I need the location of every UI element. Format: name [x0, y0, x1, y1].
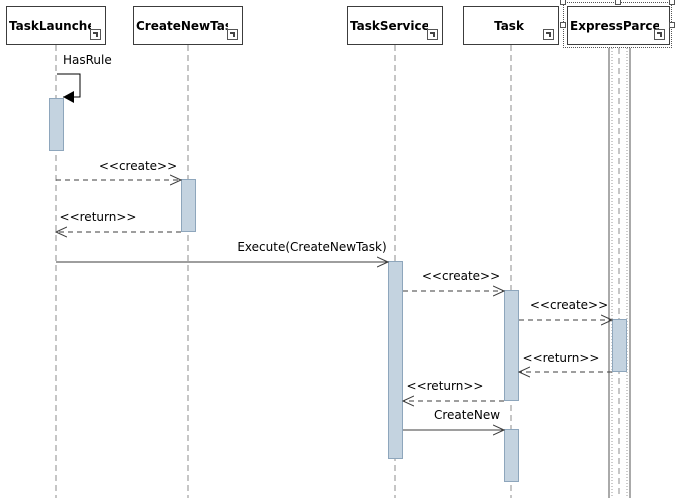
resize-handle[interactable]: [615, 0, 621, 5]
activation-createnewtask[interactable]: [181, 179, 196, 232]
expand-icon[interactable]: [90, 29, 101, 40]
resize-handle[interactable]: [560, 0, 566, 5]
lifeline-name-task: Task: [494, 19, 524, 33]
message-label-return1: <<return>>: [60, 210, 137, 224]
message-create1[interactable]: <<create>>: [56, 159, 181, 180]
message-label-create1: <<create>>: [99, 159, 177, 173]
message-execute[interactable]: Execute(CreateNewTask): [56, 240, 388, 262]
resize-handle[interactable]: [669, 22, 675, 28]
lifeline-head-task[interactable]: Task: [463, 6, 559, 45]
expand-icon[interactable]: [543, 29, 554, 40]
resize-handle[interactable]: [560, 22, 566, 28]
lifeline-name-taskservice: TaskService: [350, 19, 428, 33]
lifeline-name-tasklauncher: TaskLauncher: [9, 19, 91, 33]
message-createnew[interactable]: CreateNew: [403, 408, 504, 430]
lifeline-lines: [55, 45, 620, 498]
message-label-create3: <<create>>: [530, 298, 608, 312]
lifeline-head-expressparcel[interactable]: ExpressParcel: [567, 6, 670, 45]
activation-expressparcel[interactable]: [612, 319, 627, 372]
message-label-hasrule: HasRule: [63, 53, 112, 67]
message-return1[interactable]: <<return>>: [56, 210, 181, 232]
activations: [49, 98, 627, 482]
message-create3[interactable]: <<create>>: [519, 298, 612, 320]
lifeline-head-taskservice[interactable]: TaskService: [347, 6, 443, 45]
expand-icon[interactable]: [654, 29, 665, 40]
message-create2[interactable]: <<create>>: [403, 269, 504, 291]
activation-task[interactable]: [504, 290, 519, 401]
selection-column-dots: [611, 48, 628, 498]
self-message-arrow: [57, 73, 81, 103]
message-label-execute: Execute(CreateNewTask): [237, 240, 386, 254]
activation-tasklauncher[interactable]: [49, 98, 64, 151]
message-label-create2: <<create>>: [422, 269, 500, 283]
lifeline-head-tasklauncher[interactable]: TaskLauncher: [6, 6, 106, 45]
message-label-return3: <<return>>: [523, 351, 600, 365]
message-return2[interactable]: <<return>>: [403, 379, 504, 401]
expand-icon[interactable]: [427, 29, 438, 40]
lifeline-head-createnewtask[interactable]: CreateNewTask: [133, 6, 243, 45]
expand-icon[interactable]: [227, 29, 238, 40]
lifeline-name-createnewtask: CreateNewTask: [136, 19, 228, 33]
message-hasrule[interactable]: HasRule: [57, 53, 112, 103]
lifeline-name-expressparcel: ExpressParcel: [570, 19, 659, 33]
selection-column: [608, 48, 631, 498]
resize-handle[interactable]: [669, 0, 675, 5]
activation-taskservice[interactable]: [388, 261, 403, 459]
message-label-createnew: CreateNew: [434, 408, 500, 422]
message-label-return2: <<return>>: [407, 379, 484, 393]
message-return3[interactable]: <<return>>: [519, 351, 612, 372]
activation-task-createnew[interactable]: [504, 429, 519, 482]
